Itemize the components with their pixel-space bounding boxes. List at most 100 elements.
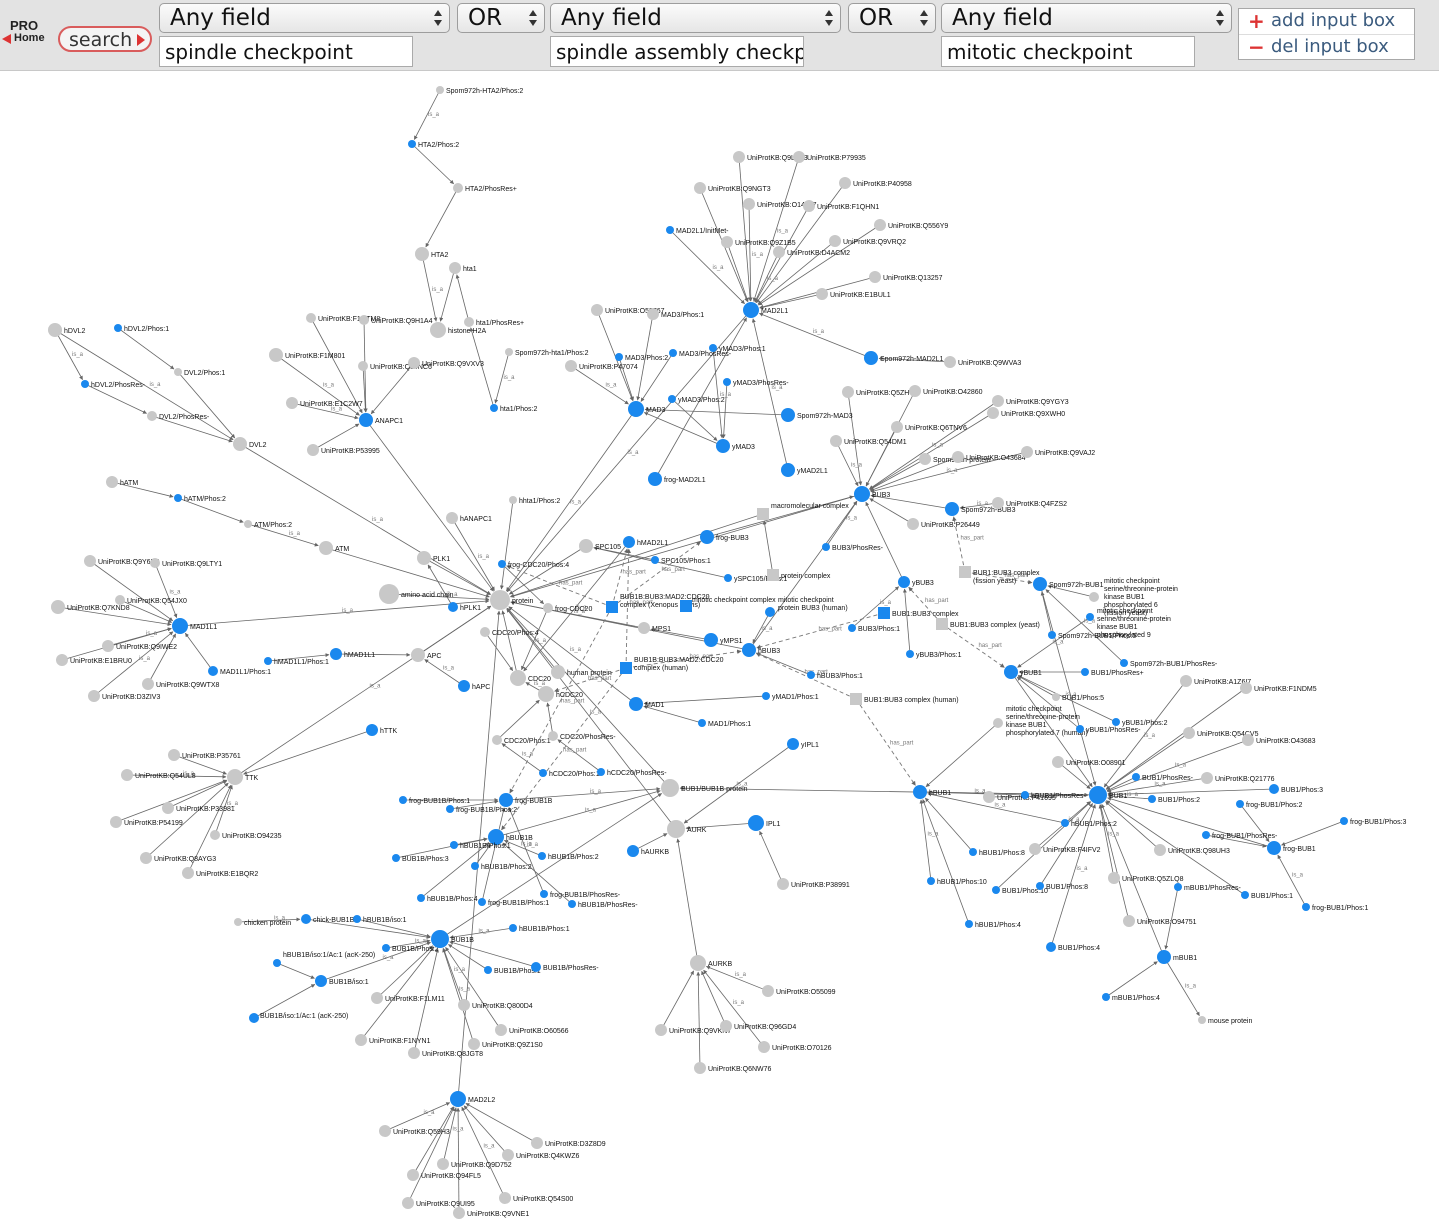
node-marker[interactable] bbox=[115, 595, 125, 605]
graph-node[interactable]: UniProtKB:O42860 bbox=[909, 385, 983, 397]
node-marker[interactable] bbox=[565, 360, 577, 372]
graph-node[interactable]: hAURKB bbox=[627, 845, 669, 857]
matched-node-marker[interactable] bbox=[208, 666, 218, 676]
graph-node[interactable]: SPC105/Phos:1 bbox=[651, 556, 711, 565]
matched-node-marker[interactable] bbox=[478, 898, 486, 906]
field-select-3[interactable]: Any field bbox=[941, 3, 1232, 33]
node-marker[interactable] bbox=[1240, 682, 1252, 694]
matched-node-marker[interactable] bbox=[743, 302, 759, 318]
matched-node-marker[interactable] bbox=[1081, 668, 1089, 676]
matched-node-marker[interactable] bbox=[1302, 903, 1310, 911]
matched-node-marker[interactable] bbox=[700, 530, 714, 544]
matched-node-marker[interactable] bbox=[382, 944, 390, 952]
graph-node[interactable]: hDVL2/Phos:1 bbox=[114, 324, 169, 333]
graph-node[interactable]: hBUB1B bbox=[488, 829, 533, 845]
node-marker[interactable] bbox=[1052, 756, 1064, 768]
graph-node[interactable]: MAD1L1/Phos:1 bbox=[208, 666, 271, 676]
graph-node[interactable]: MAD3/PhosRes- bbox=[669, 349, 732, 358]
matched-node-marker[interactable] bbox=[1267, 841, 1281, 855]
graph-node[interactable]: BUB1/Phos:2 bbox=[1148, 795, 1200, 804]
graph-node[interactable]: UniProtKB:O70126 bbox=[758, 1041, 832, 1053]
node-marker[interactable] bbox=[767, 569, 779, 581]
matched-node-marker[interactable] bbox=[1086, 613, 1094, 621]
node-marker[interactable] bbox=[102, 640, 114, 652]
matched-node-marker[interactable] bbox=[330, 648, 342, 660]
graph-node[interactable]: yMAD3/Phos:1 bbox=[709, 344, 766, 353]
graph-node[interactable]: yIPL1 bbox=[787, 738, 819, 750]
graph-node[interactable]: HTA2/Phos:2 bbox=[408, 140, 459, 149]
node-marker[interactable] bbox=[446, 512, 458, 524]
graph-node[interactable]: UniProtKB:E1BQR2 bbox=[182, 867, 258, 879]
graph-node[interactable]: HTA2 bbox=[415, 247, 448, 261]
graph-node[interactable]: CDC20/Phos:4 bbox=[480, 627, 539, 637]
matched-node-marker[interactable] bbox=[669, 349, 677, 357]
graph-node[interactable]: hTTK bbox=[366, 724, 397, 736]
graph-node[interactable]: hCDC20/PhosRes- bbox=[597, 768, 667, 777]
graph-node[interactable]: UniProtKB:O14417 bbox=[743, 198, 817, 210]
graph-node[interactable]: mouse protein bbox=[1198, 1016, 1252, 1025]
graph-node[interactable]: UniProtKB:Q54JX0 bbox=[115, 595, 187, 605]
graph-node[interactable]: ANAPC1 bbox=[359, 413, 403, 427]
graph-node[interactable]: UniProtKB:Q21776 bbox=[1201, 772, 1275, 784]
graph-node[interactable]: chick-BUB1B bbox=[301, 914, 355, 924]
node-marker[interactable] bbox=[168, 749, 180, 761]
matched-node-marker[interactable] bbox=[1004, 665, 1018, 679]
node-marker[interactable] bbox=[793, 151, 805, 163]
graph-node[interactable]: mBUB1/PhosRes- bbox=[1174, 883, 1241, 892]
node-marker[interactable] bbox=[891, 421, 903, 433]
matched-node-marker[interactable] bbox=[787, 738, 799, 750]
node-marker[interactable] bbox=[48, 323, 62, 337]
graph-node[interactable]: UniProtKB:P33981 bbox=[162, 802, 235, 814]
graph-node[interactable]: UniProtKB:Q9VXV3 bbox=[408, 357, 484, 369]
matched-node-marker[interactable] bbox=[538, 852, 546, 860]
node-marker[interactable] bbox=[453, 183, 463, 193]
graph-node[interactable]: UniProtKB:Q8AYG3 bbox=[140, 852, 216, 864]
matched-node-marker[interactable] bbox=[1112, 718, 1120, 726]
matched-node-marker[interactable] bbox=[854, 486, 870, 502]
matched-node-marker[interactable] bbox=[927, 877, 935, 885]
node-marker[interactable] bbox=[757, 508, 769, 520]
graph-node[interactable]: Spom972h-MAD3 bbox=[781, 408, 853, 422]
matched-node-marker[interactable] bbox=[628, 401, 644, 417]
node-marker[interactable] bbox=[408, 1047, 420, 1059]
matched-node-marker[interactable] bbox=[698, 719, 706, 727]
matched-node-marker[interactable] bbox=[742, 643, 756, 657]
node-marker[interactable] bbox=[531, 1137, 543, 1149]
graph-node[interactable]: Spom972h-BUB1 bbox=[1033, 577, 1104, 591]
graph-node[interactable]: hBUB1B/Phos:2 bbox=[471, 862, 532, 871]
graph-node[interactable]: UniProtKB:P47074 bbox=[565, 360, 638, 372]
graph-node[interactable]: hBUB1B/Phos:1 bbox=[509, 924, 570, 933]
graph-node[interactable]: TTK bbox=[227, 769, 259, 785]
node-marker[interactable] bbox=[509, 496, 517, 504]
graph-node[interactable]: frog-BUB1B bbox=[499, 793, 553, 807]
graph-node[interactable]: yMPS1 bbox=[704, 633, 743, 647]
node-marker[interactable] bbox=[839, 177, 851, 189]
graph-node[interactable]: BUB1 bbox=[1089, 786, 1127, 804]
node-marker[interactable] bbox=[458, 999, 470, 1011]
graph-node[interactable]: UniProtKB:D3Z8D9 bbox=[531, 1137, 606, 1149]
node-marker[interactable] bbox=[720, 1020, 732, 1032]
node-marker[interactable] bbox=[286, 397, 298, 409]
matched-node-marker[interactable] bbox=[898, 576, 910, 588]
graph-node[interactable]: BUB3 bbox=[854, 486, 890, 502]
node-marker[interactable] bbox=[437, 1158, 449, 1170]
graph-node[interactable]: MAD3/Phos:1 bbox=[647, 308, 704, 320]
graph-node[interactable]: hDVL2/PhosRes- bbox=[81, 380, 146, 389]
matched-node-marker[interactable] bbox=[392, 854, 400, 862]
graph-node[interactable]: frog-CDC20 bbox=[543, 603, 592, 613]
node-marker[interactable] bbox=[106, 476, 118, 488]
matched-node-marker[interactable] bbox=[484, 966, 492, 974]
matched-node-marker[interactable] bbox=[1033, 577, 1047, 591]
node-marker[interactable] bbox=[430, 322, 446, 338]
node-marker[interactable] bbox=[408, 357, 420, 369]
node-marker[interactable] bbox=[936, 618, 948, 630]
graph-node[interactable]: frog-CDC20/Phos:4 bbox=[498, 560, 569, 569]
matched-node-marker[interactable] bbox=[315, 975, 327, 987]
graph-node[interactable]: UniProtKB:A1Z6I7 bbox=[1180, 675, 1251, 687]
graph-node[interactable]: frog-BUB1B/Phos:1 bbox=[478, 898, 549, 907]
graph-node[interactable]: UniProtKB:Q6TNV6 bbox=[891, 421, 967, 433]
node-marker[interactable] bbox=[758, 1041, 770, 1053]
graph-node[interactable]: DVL2 bbox=[233, 437, 267, 451]
